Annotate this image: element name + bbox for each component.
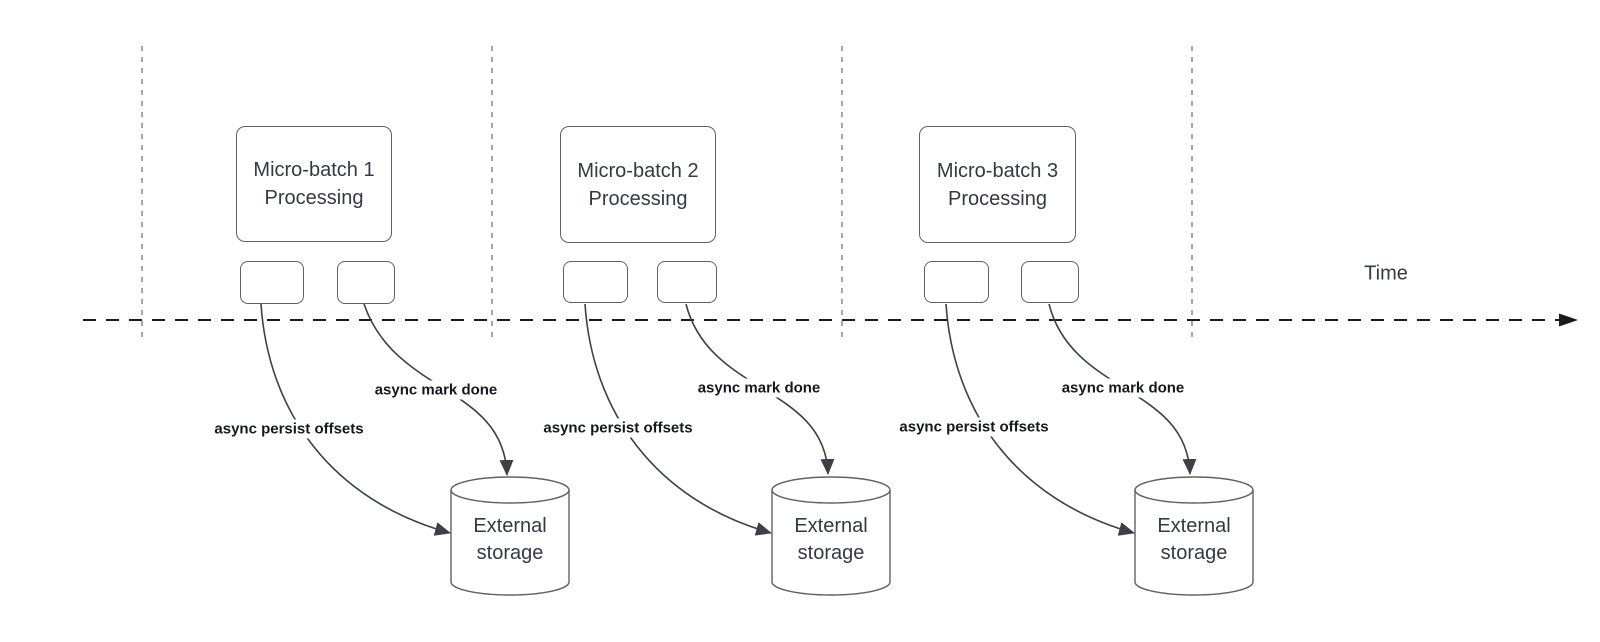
micro-batch-box-3-subtitle: Processing	[948, 187, 1047, 210]
mark-done-label-3: async mark done	[1058, 378, 1188, 398]
persist-offsets-label-2: async persist offsets	[540, 418, 696, 438]
micro-batch-box-1-subtitle: Processing	[264, 187, 364, 209]
micro-batch-box-1: Micro-batch 1 Processing	[236, 126, 392, 242]
time-axis-label: Time	[1364, 262, 1408, 285]
micro-batch-box-2-subtitle: Processing	[588, 187, 688, 210]
persist-task-box-1	[240, 261, 304, 304]
persist-curve-2	[584, 303, 772, 536]
micro-batch-box-3: Micro-batch 3 Processing	[919, 126, 1076, 243]
persist-task-box-3	[924, 261, 989, 303]
external-storage-label-3: External storage	[1157, 515, 1231, 564]
persist-task-box-2	[563, 261, 628, 303]
persist-offsets-label-3: async persist offsets	[896, 417, 1052, 437]
persist-curve-1	[260, 303, 451, 536]
mark-done-task-box-3	[1021, 261, 1079, 303]
micro-batch-box-3-title: Micro-batch 3	[936, 159, 1059, 182]
persist-offsets-label-1: async persist offsets	[211, 419, 367, 439]
external-storage-label-1: External storage	[473, 515, 547, 564]
micro-batch-box-2-title: Micro-batch 2	[577, 159, 699, 182]
mark-done-task-box-2	[657, 261, 717, 303]
storage-cylinder-2	[771, 476, 891, 596]
storage-cylinder-3	[1134, 476, 1254, 596]
mark-done-label-2: async mark done	[694, 378, 824, 398]
micro-batch-box-2: Micro-batch 2 Processing	[560, 126, 716, 243]
micro-batch-box-1-title: Micro-batch 1	[253, 159, 375, 181]
mark-done-task-box-1	[337, 261, 395, 304]
mark-done-label-1: async mark done	[371, 380, 501, 400]
storage-cylinder-1	[450, 476, 570, 596]
persist-curve-3	[945, 303, 1135, 536]
external-storage-label-2: External storage	[794, 515, 868, 564]
